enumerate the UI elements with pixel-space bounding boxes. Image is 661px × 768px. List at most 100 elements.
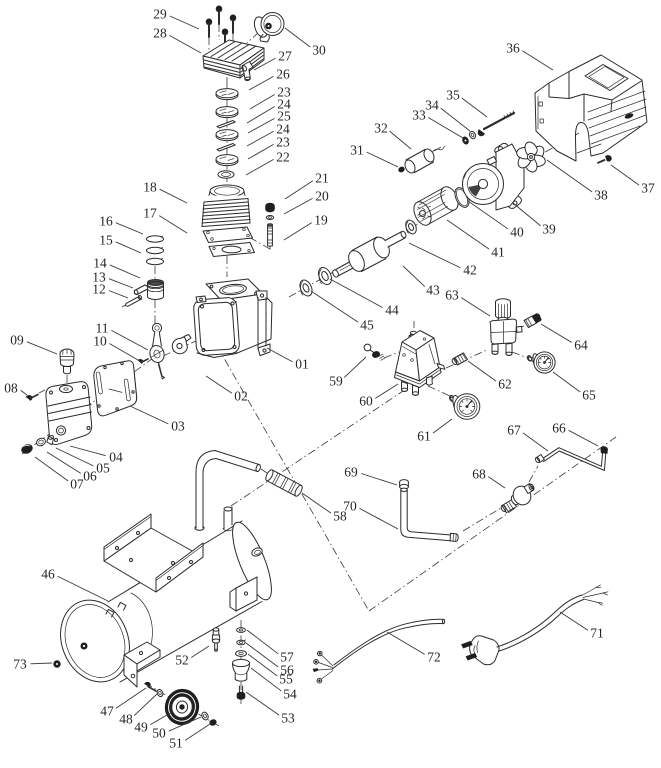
callout-44: 44	[385, 303, 399, 318]
regulator	[489, 298, 523, 356]
callout-64: 64	[574, 338, 588, 353]
leader-line-36	[521, 50, 554, 71]
leader-line-54	[250, 667, 282, 692]
callout-15: 15	[99, 233, 113, 248]
leader-line-60	[375, 383, 399, 399]
regulator-plug	[523, 313, 542, 328]
piston	[147, 279, 164, 300]
leader-line-49	[150, 711, 173, 725]
callout-48: 48	[119, 712, 133, 727]
callout-34: 34	[425, 98, 439, 113]
leader-line-23	[249, 94, 275, 110]
callout-45: 45	[360, 318, 374, 333]
drain-valve	[211, 627, 221, 652]
leader-line-14	[109, 264, 141, 279]
callout-09: 09	[10, 333, 24, 348]
leader-line-67	[522, 432, 549, 452]
leader-line-69	[360, 473, 398, 486]
leader-line-65	[552, 371, 581, 393]
callout-73: 73	[13, 657, 27, 672]
leader-line-46	[57, 575, 109, 602]
leader-line-59	[343, 356, 367, 378]
shroud	[534, 54, 648, 162]
callout-55: 55	[279, 672, 293, 687]
leader-line-41	[446, 219, 490, 250]
leader-line-12	[108, 290, 129, 299]
callout-72: 72	[427, 650, 441, 665]
callout-01: 01	[295, 357, 309, 372]
callout-12: 12	[92, 282, 106, 297]
leader-line-27	[253, 57, 276, 71]
callout-57: 57	[280, 650, 294, 665]
power-cord	[461, 584, 609, 666]
leader-line-23	[247, 144, 274, 160]
callout-54: 54	[283, 687, 297, 702]
callout-23: 23	[277, 85, 291, 100]
leader-line-17	[158, 215, 188, 234]
leader-line-38	[546, 159, 593, 193]
leader-line-51	[184, 723, 211, 741]
crankshaft	[332, 230, 407, 278]
callout-28: 28	[153, 26, 167, 41]
crankcase	[193, 278, 273, 358]
callout-36: 36	[506, 41, 520, 56]
tank	[60, 506, 274, 683]
piston-rings	[146, 235, 164, 266]
leader-line-26	[248, 75, 274, 91]
bolt-washers	[462, 130, 477, 145]
callout-33: 33	[412, 108, 426, 123]
callout-37: 37	[641, 181, 655, 196]
leader-line-34	[440, 107, 471, 132]
callout-62: 62	[498, 377, 512, 392]
callout-32: 32	[374, 121, 388, 136]
callout-26: 26	[276, 67, 290, 82]
callout-60: 60	[359, 394, 373, 409]
leader-line-20	[283, 197, 313, 215]
fan	[516, 141, 546, 173]
discharge-hose	[399, 479, 459, 542]
outlet-elbow	[241, 61, 254, 82]
callout-23: 23	[276, 135, 290, 150]
leader-line-01	[266, 347, 293, 363]
nipple-fitting	[451, 352, 468, 366]
callout-58: 58	[333, 509, 347, 524]
leader-line-33	[428, 117, 464, 139]
callout-46: 46	[41, 567, 55, 582]
leader-line-44	[329, 278, 383, 308]
callout-49: 49	[134, 720, 148, 735]
crankcase-cover	[45, 381, 93, 445]
leader-line-04	[69, 445, 106, 457]
callout-35: 35	[446, 88, 460, 103]
leader-line-62	[467, 360, 497, 382]
wire-harness	[312, 618, 446, 684]
rotor	[413, 186, 459, 226]
callout-03: 03	[171, 419, 185, 434]
leader-line-73	[30, 662, 53, 665]
callout-67: 67	[507, 423, 521, 438]
pressure-switch	[394, 330, 446, 396]
head-bolts	[205, 5, 237, 48]
callout-08: 08	[4, 381, 18, 396]
cover-gasket-plate	[93, 360, 138, 417]
leader-line-42	[408, 242, 461, 269]
callout-25: 25	[277, 109, 291, 124]
callout-21: 21	[315, 171, 329, 186]
leader-line-37	[610, 164, 640, 186]
capacitor	[404, 145, 445, 174]
outlet-pipe	[534, 446, 608, 471]
safety-valve	[363, 343, 385, 361]
leader-line-22	[245, 159, 274, 176]
callout-22: 22	[276, 150, 290, 165]
callout-52: 52	[175, 653, 189, 668]
leader-line-52	[191, 645, 210, 658]
callout-27: 27	[278, 49, 292, 64]
callout-71: 71	[590, 626, 604, 641]
leader-line-50	[168, 716, 202, 732]
handle	[194, 450, 261, 531]
callout-47: 47	[100, 704, 114, 719]
tank-platform	[103, 513, 204, 593]
leader-line-06	[46, 451, 82, 474]
leader-line-25	[247, 117, 275, 134]
drain-plug	[53, 660, 61, 668]
leader-line-21	[284, 180, 314, 200]
